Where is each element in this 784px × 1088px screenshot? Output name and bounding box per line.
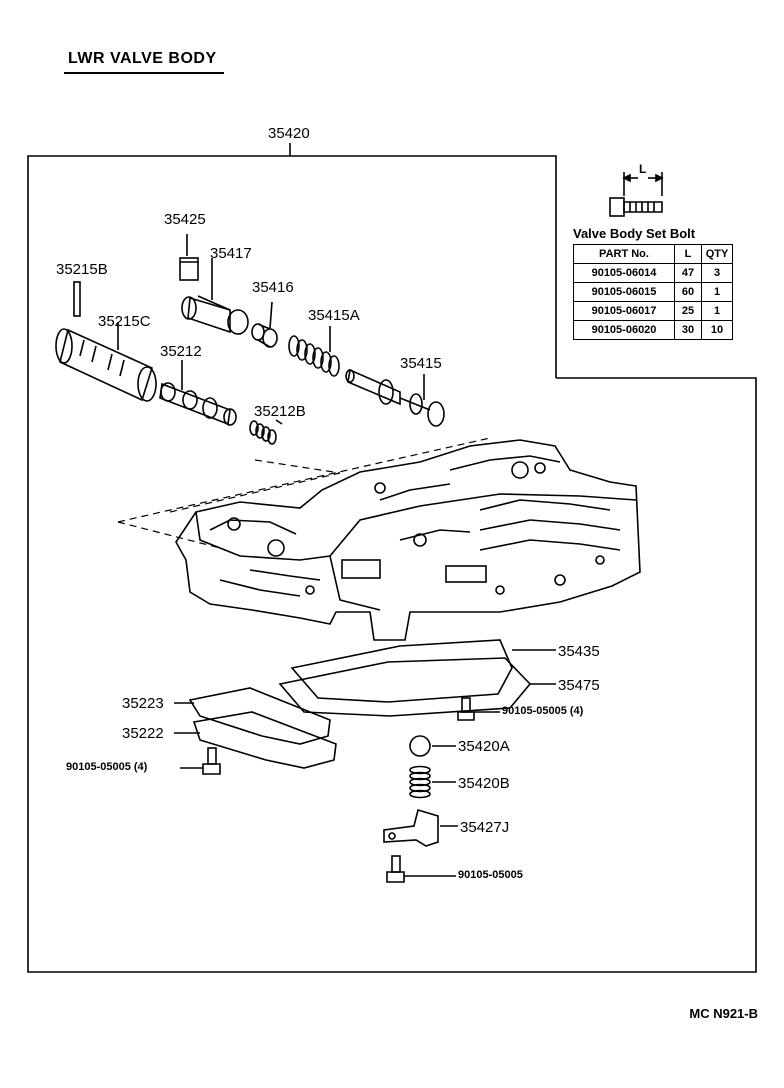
header-qty: QTY (701, 244, 733, 264)
cell-part-no: 90105-06015 (573, 282, 675, 302)
cell-length: 47 (674, 263, 702, 283)
page-title: LWR VALVE BODY (68, 50, 217, 67)
header-part-no: PART No. (573, 244, 675, 264)
part-35212B-spring (249, 419, 283, 445)
part-35215B-pin (73, 281, 81, 317)
guide-lines (117, 437, 491, 549)
header-length: L (674, 244, 702, 264)
cell-part-no: 90105-06014 (573, 263, 675, 283)
part-35417-plug (181, 258, 249, 335)
label-35215B: 35215B (56, 261, 108, 278)
cell-qty: 1 (701, 282, 733, 302)
cell-length: 25 (674, 301, 702, 321)
label-35425: 35425 (164, 211, 206, 228)
label-35222: 35222 (122, 725, 164, 742)
bolt-spec-table: PART No. L QTY 90105-06014 47 3 90105-06… (573, 244, 733, 340)
label-35427J: 35427J (460, 819, 510, 836)
valve-body-casting (175, 439, 641, 641)
label-35415: 35415 (400, 355, 442, 372)
bolt-length-label: L (639, 162, 647, 176)
label-35475: 35475 (558, 677, 600, 694)
label-35417: 35417 (210, 245, 252, 262)
bolt-spec-header-row: PART No. L QTY (573, 244, 733, 264)
label-35212: 35212 (160, 343, 202, 360)
label-bolt-bottom: 90105-05005 (458, 869, 523, 881)
bolt-left (180, 747, 221, 775)
bolt-bottom (386, 855, 456, 883)
part-35212-valve (159, 360, 237, 426)
table-row: 90105-06020 30 10 (573, 320, 733, 340)
label-bolt-right: 90105-05005 (4) (502, 705, 584, 717)
set-bolt-icon (609, 172, 664, 217)
cell-qty: 1 (701, 301, 733, 321)
label-35416: 35416 (252, 279, 294, 296)
cell-length: 30 (674, 320, 702, 340)
part-35425-block (179, 234, 199, 281)
label-35223: 35223 (122, 695, 164, 712)
title-underline (64, 72, 224, 74)
label-35212B: 35212B (254, 403, 306, 420)
label-35415A: 35415A (308, 307, 360, 324)
separator-plate-35435 (290, 639, 513, 703)
bolt-right (457, 697, 500, 721)
cover-35223 (188, 687, 331, 745)
assembly-frame (27, 155, 757, 973)
table-row: 90105-06015 60 1 (573, 282, 733, 302)
gasket-35475 (278, 657, 532, 717)
table-row: 90105-06017 25 1 (573, 301, 733, 321)
cell-qty: 3 (701, 263, 733, 283)
label-35420B: 35420B (458, 775, 510, 792)
gasket-35222 (192, 711, 337, 769)
check-ball-35420A (409, 735, 431, 757)
part-35415A-spring (288, 326, 340, 377)
part-35416-plug (251, 301, 278, 348)
label-bolt-left: 90105-05005 (4) (66, 761, 148, 773)
label-35420A: 35420A (458, 738, 510, 755)
bolt-spec-title: Valve Body Set Bolt (573, 226, 696, 241)
bracket-35427J (383, 808, 458, 847)
assembly-number-label: 35420 (268, 125, 310, 142)
diagram-code: MC N921-B (689, 1006, 758, 1021)
cell-part-no: 90105-06020 (573, 320, 675, 340)
cell-part-no: 90105-06017 (573, 301, 675, 321)
part-35415-valve (345, 368, 445, 427)
spring-35420B (409, 765, 456, 799)
label-35435: 35435 (558, 643, 600, 660)
table-row: 90105-06014 47 3 (573, 263, 733, 283)
label-35215C: 35215C (98, 313, 151, 330)
cell-qty: 10 (701, 320, 733, 340)
part-35215C-sleeve (55, 322, 157, 402)
cell-length: 60 (674, 282, 702, 302)
